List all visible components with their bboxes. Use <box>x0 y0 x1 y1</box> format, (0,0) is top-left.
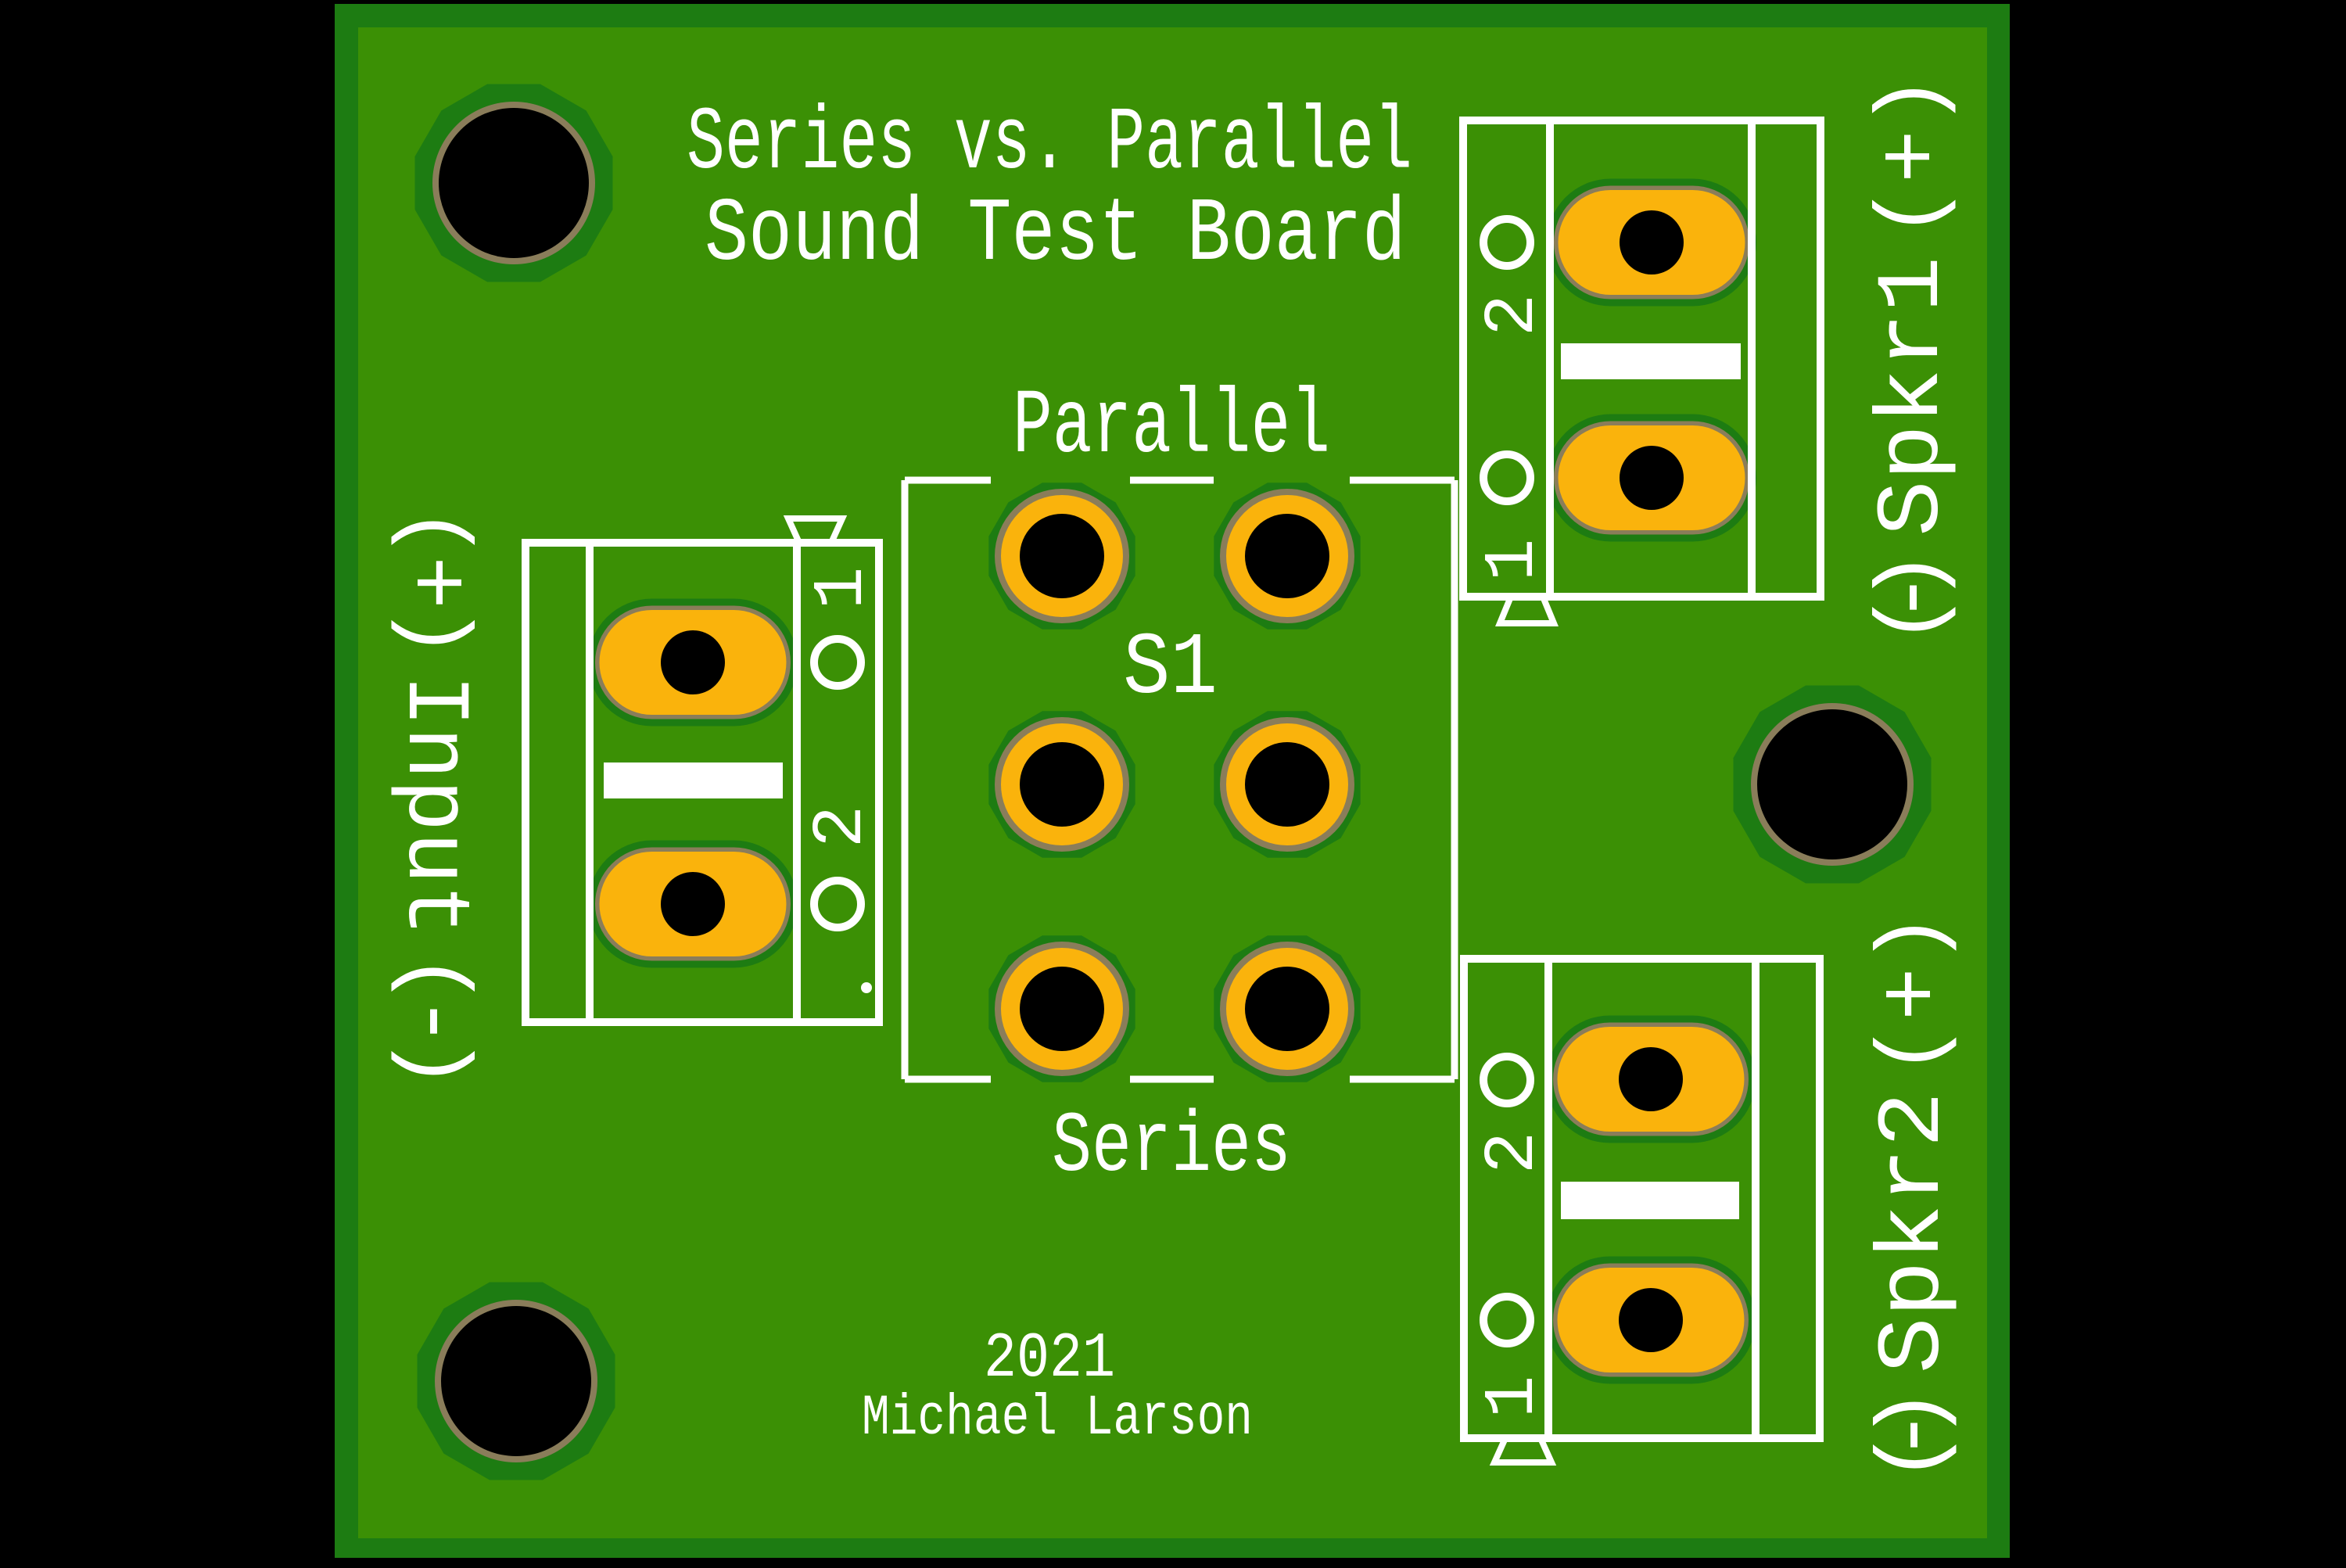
svg-text:2: 2 <box>1473 1132 1554 1175</box>
svg-text:(-): (-) <box>1864 550 1964 646</box>
svg-text:Michael Larson: Michael Larson <box>862 1386 1253 1451</box>
svg-text:2: 2 <box>1473 294 1554 337</box>
svg-text:(-): (-) <box>382 953 483 1090</box>
svg-text:(-): (-) <box>1864 1387 1965 1484</box>
svg-text:1: 1 <box>1473 1376 1554 1419</box>
svg-text:2021: 2021 <box>984 1322 1115 1395</box>
svg-text:2: 2 <box>802 806 882 849</box>
svg-text:(+): (+) <box>1864 912 1965 1076</box>
svg-text:Series: Series <box>1052 1099 1291 1196</box>
svg-text:(+): (+) <box>382 507 483 659</box>
svg-text:Parallel: Parallel <box>1013 376 1330 479</box>
svg-text:1: 1 <box>1473 539 1554 582</box>
svg-text:Series vs. Parallel: Series vs. Parallel <box>687 94 1412 195</box>
svg-text:S1: S1 <box>1123 619 1218 719</box>
svg-text:(+): (+) <box>1864 74 1964 239</box>
svg-text:Input: Input <box>382 675 483 937</box>
svg-text:Sound Test Board: Sound Test Board <box>705 184 1406 286</box>
svg-text:Spkr2: Spkr2 <box>1864 1092 1965 1374</box>
svg-text:1: 1 <box>802 567 883 610</box>
svg-text:Spkr1: Spkr1 <box>1864 257 1964 536</box>
